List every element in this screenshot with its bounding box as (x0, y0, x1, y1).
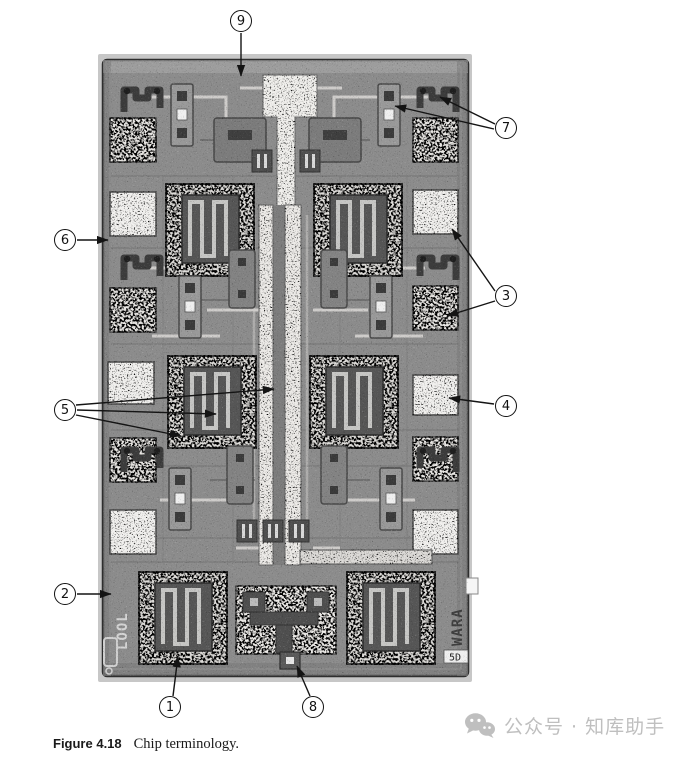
callout-8-label: 8 (308, 699, 318, 715)
callout-2-label: 2 (60, 586, 70, 602)
callout-3: 3 (495, 285, 517, 307)
callout-9: 9 (230, 10, 252, 32)
figure-caption-text: Chip terminology. (133, 736, 240, 752)
callout-1-label: 1 (165, 699, 175, 715)
callout-4: 4 (495, 395, 517, 417)
callout-7-label: 7 (501, 120, 511, 136)
callout-5: 5 (54, 399, 76, 421)
callout-6: 6 (54, 229, 76, 251)
watermark-text: 公众号 · 知库助手 (504, 716, 666, 738)
leader-lines (75, 33, 496, 697)
watermark: 公众号 · 知库助手 (464, 712, 665, 739)
callout-4-label: 4 (501, 398, 511, 414)
callout-5-label: 5 (60, 402, 70, 418)
figure-caption: Figure 4.18 Chip terminology. (53, 735, 239, 753)
wechat-icon (465, 713, 495, 738)
figure-caption-label: Figure 4.18 (53, 736, 122, 751)
callout-9-label: 9 (236, 13, 246, 29)
callout-7: 7 (495, 117, 517, 139)
callout-8: 8 (302, 696, 324, 718)
callout-6-label: 6 (60, 232, 70, 248)
grain-light (103, 60, 468, 676)
callout-3-label: 3 (501, 288, 511, 304)
callout-1: 1 (159, 696, 181, 718)
callout-2: 2 (54, 583, 76, 605)
